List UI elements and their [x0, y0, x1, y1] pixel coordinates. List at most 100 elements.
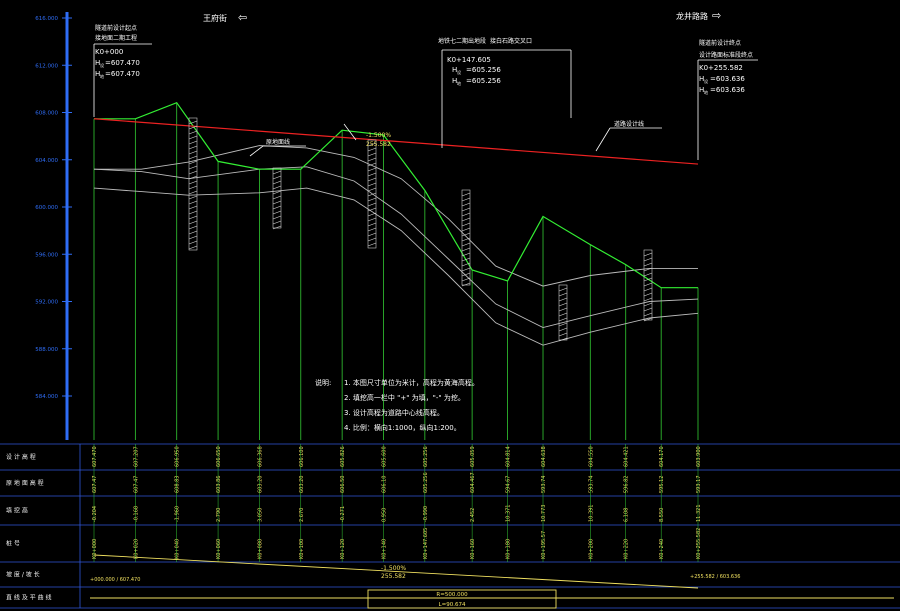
- table-cell: 603.86: [216, 476, 222, 494]
- axis-tick-label: 592.000: [35, 300, 58, 306]
- borehole-hatch: [461, 192, 471, 197]
- table-cell: 605.256: [423, 472, 429, 493]
- borehole-hatch: [188, 130, 198, 135]
- borehole-hatch: [272, 205, 282, 210]
- table-cell: -1.960: [175, 506, 181, 522]
- table-cell: K0+140: [381, 539, 387, 559]
- table-cell: 607.47: [133, 476, 139, 494]
- table-cell: 608.83: [175, 476, 181, 494]
- table-cell: 11.321: [696, 505, 702, 523]
- table-cell: -0.168: [133, 506, 139, 522]
- borehole-hatch: [188, 190, 198, 195]
- table-cell: 607.207: [133, 446, 139, 467]
- borehole-hatch: [461, 242, 471, 247]
- start-note-h2-label: H: [95, 70, 100, 78]
- borehole-hatch: [188, 235, 198, 240]
- borehole-hatch: [643, 287, 653, 292]
- ground-profile: [94, 101, 698, 289]
- middle-note-h2-sub: 地: [457, 80, 461, 86]
- borehole-hatch: [272, 225, 282, 230]
- start-note-sta: K0+000: [95, 48, 123, 56]
- middle-note: 地铁七二期出地段 接白石路交叉口 K0+147.605 H 设 =605.256…: [438, 37, 572, 148]
- end-note-h2-label: H: [699, 86, 704, 94]
- borehole-hatch: [188, 170, 198, 175]
- middle-note-line1: 地铁七二期出地段: [438, 37, 486, 45]
- borehole-hatch: [188, 200, 198, 205]
- table-cell: 604.467: [470, 472, 476, 493]
- axis-tick-label: 588.000: [35, 347, 58, 353]
- borehole-hatch: [367, 222, 377, 227]
- right-arrow-icon: ⇨: [712, 9, 721, 22]
- start-note-h1: =607.470: [105, 59, 140, 67]
- table-row-label: 原 地 面 高 程: [6, 479, 44, 487]
- borehole-hatch: [367, 177, 377, 182]
- axis-tick-label: 600.000: [35, 205, 58, 211]
- borehole-hatch: [188, 160, 198, 165]
- axis-tick-label: 612.000: [35, 63, 58, 69]
- borehole-hatch: [558, 292, 568, 297]
- axis-tick-label: 608.000: [35, 111, 58, 117]
- table-cell: 603.20: [257, 476, 263, 494]
- middle-note-sta: K0+147.605: [447, 56, 491, 64]
- borehole-hatch: [643, 297, 653, 302]
- borehole-hatch: [558, 317, 568, 322]
- borehole-hatch: [558, 312, 568, 317]
- table-row-label: 设 计 高 程: [6, 453, 36, 461]
- borehole-hatch: [461, 217, 471, 222]
- borehole-hatch: [367, 142, 377, 147]
- borehole-hatch: [461, 272, 471, 277]
- borehole: [272, 167, 282, 230]
- borehole-hatch: [188, 125, 198, 130]
- left-title: 王府街: [203, 13, 227, 23]
- table-cell: 604.421: [624, 446, 630, 467]
- borehole-frame: [461, 189, 471, 286]
- legend-notes-title: 说明:: [315, 378, 331, 387]
- grade-mid-pct: -1.500%: [381, 565, 406, 572]
- table-cell: 6.108: [624, 508, 630, 522]
- table-cell: 595.12: [659, 476, 665, 494]
- borehole-hatch: [643, 302, 653, 307]
- borehole-hatch: [461, 282, 471, 287]
- table-cell: K0+100: [299, 539, 305, 559]
- table-cell: 594.67: [506, 475, 512, 493]
- borehole-hatch: [272, 180, 282, 185]
- borehole-hatch: [558, 307, 568, 312]
- borehole-hatch: [461, 237, 471, 242]
- borehole-hatch: [188, 180, 198, 185]
- table-cell: K0+255.582: [696, 528, 702, 559]
- borehole-hatch: [461, 257, 471, 262]
- middle-note-h1-label: H: [452, 66, 457, 74]
- right-title: 龙井路路: [676, 11, 708, 21]
- table-row-label: 坡 度 / 坡 长: [6, 571, 40, 579]
- borehole-hatch: [461, 267, 471, 272]
- station-lines: [93, 102, 699, 440]
- borehole-hatch: [643, 252, 653, 257]
- end-note-sta: K0+255.582: [699, 64, 743, 72]
- design-line: [93, 118, 699, 165]
- borehole-hatch: [367, 237, 377, 242]
- borehole: [558, 284, 568, 342]
- table-cell: 604.550: [588, 446, 594, 467]
- borehole-hatch: [643, 307, 653, 312]
- borehole-hatch: [643, 282, 653, 287]
- svg-text:-1.500%: -1.500%: [366, 132, 391, 139]
- table-cell: 10.391: [588, 505, 594, 523]
- table-cell: K0+000: [92, 539, 98, 559]
- table-cell: -0.990: [423, 506, 429, 522]
- curve-radius: R=500.000: [436, 592, 468, 598]
- borehole-hatch: [188, 135, 198, 140]
- borehole-hatch: [367, 212, 377, 217]
- table-cell: 606.100: [299, 446, 305, 467]
- borehole-hatch: [188, 230, 198, 235]
- table-cell: 596.82: [624, 476, 630, 494]
- legend-notes-item: 2. 填挖高一栏中 "+" 为填，"-" 为挖。: [344, 393, 465, 402]
- borehole-hatch: [643, 267, 653, 272]
- end-note-h2: =603.636: [710, 86, 745, 94]
- table-cell: 605.600: [381, 446, 387, 467]
- middle-note-h2-label: H: [452, 77, 457, 85]
- borehole-hatch: [188, 225, 198, 230]
- borehole-hatch: [188, 205, 198, 210]
- borehole-hatch: [461, 277, 471, 282]
- table-cell: K0+020: [133, 539, 139, 559]
- table-cell: K0+040: [175, 539, 181, 559]
